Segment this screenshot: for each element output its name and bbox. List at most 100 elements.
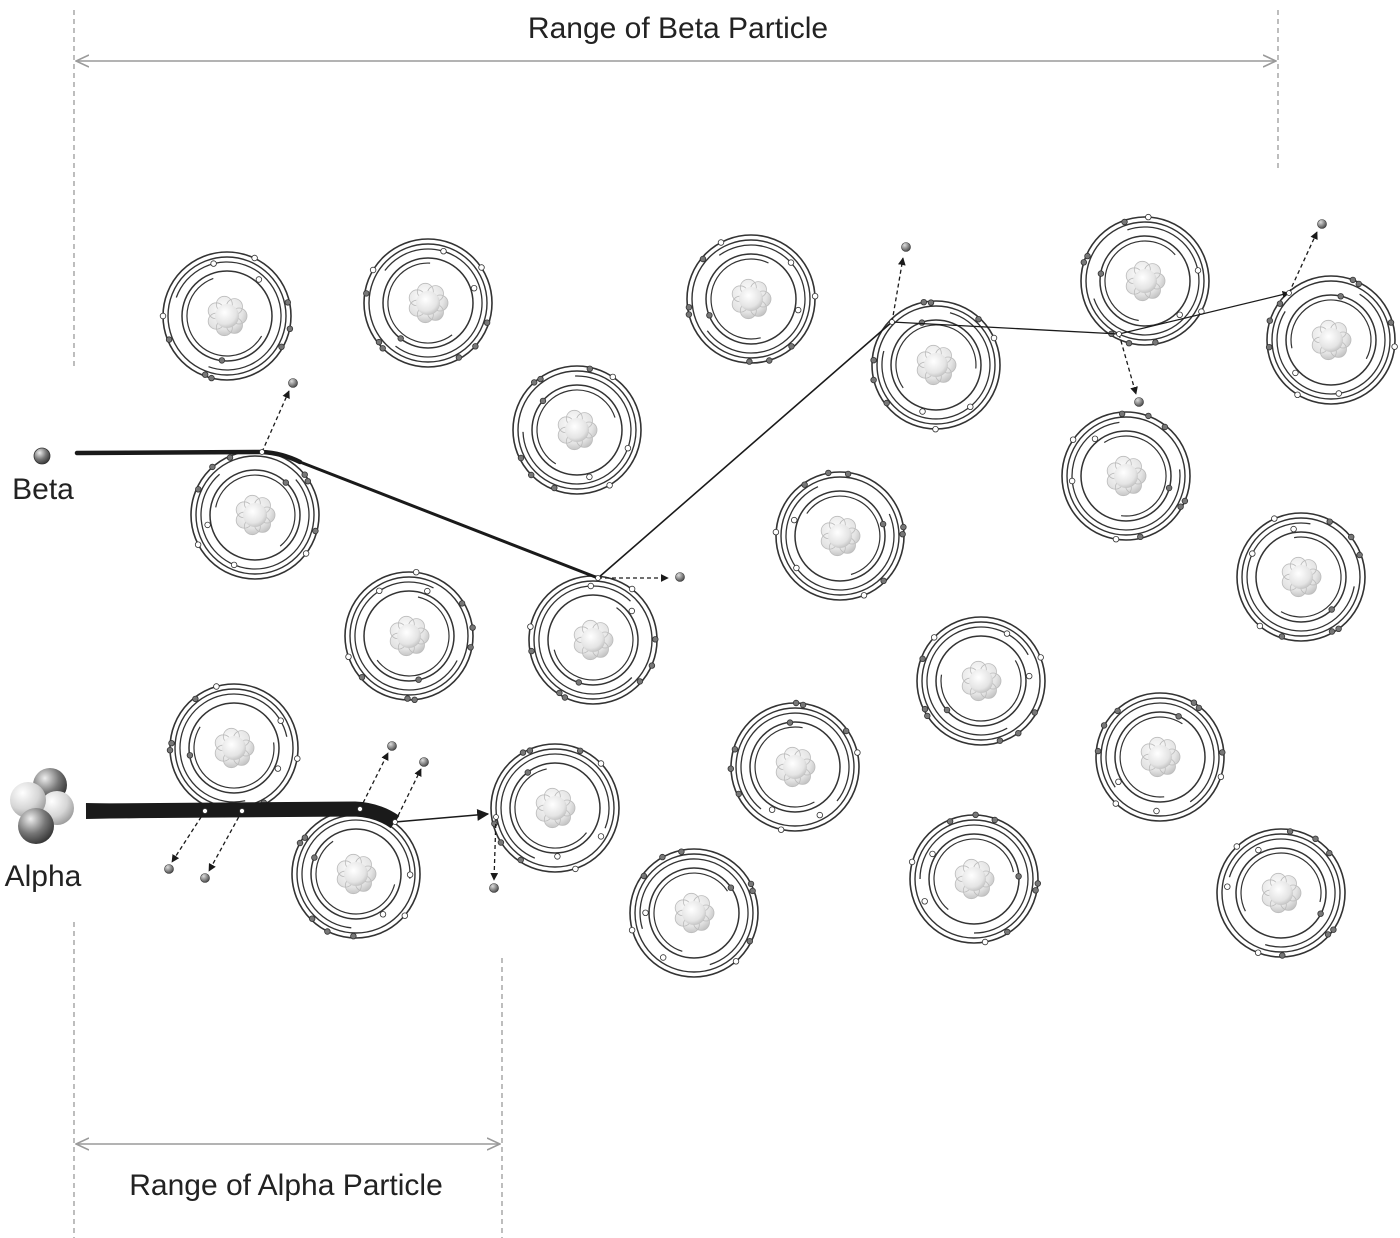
middle-shell-arc <box>740 712 850 810</box>
electron <box>204 521 211 529</box>
electron <box>772 528 780 536</box>
nucleus-core <box>1269 881 1293 905</box>
electron <box>1335 390 1342 397</box>
inner-shell-ring <box>1255 531 1347 623</box>
inner-shell-ring <box>890 319 982 411</box>
atom <box>727 699 861 833</box>
electron <box>1068 477 1076 485</box>
inner-shell-arc <box>514 768 587 849</box>
outer-shell-ring <box>1271 280 1391 400</box>
electron <box>1195 704 1203 712</box>
inner-shell-ring <box>509 762 601 854</box>
middle-shell-arc <box>301 819 411 929</box>
electron <box>1387 319 1395 326</box>
alpha-label: Alpha <box>5 860 82 893</box>
outer-shell-ring <box>1100 697 1220 817</box>
electron <box>556 689 563 697</box>
electron <box>1100 722 1108 729</box>
electron <box>731 746 739 753</box>
beta-track-segment <box>299 460 599 580</box>
ejected-electron-path <box>891 257 906 323</box>
inner-shell-arc <box>710 258 769 340</box>
electron <box>1290 525 1297 533</box>
inner-shell-arc <box>1104 240 1176 322</box>
electron <box>883 399 890 407</box>
nucleus-core <box>215 304 239 328</box>
ionization-point <box>259 449 265 455</box>
ejected-electron <box>288 378 298 388</box>
electron <box>788 343 795 350</box>
electron <box>816 811 823 819</box>
electron <box>165 336 173 343</box>
electron <box>967 403 974 410</box>
electron <box>609 373 616 381</box>
electron <box>854 749 861 756</box>
ionization-point <box>392 819 398 825</box>
ionization-point <box>595 575 601 581</box>
electron <box>1145 412 1152 420</box>
electron <box>597 833 605 840</box>
inner-shell-ring <box>547 594 639 686</box>
electron <box>577 747 584 754</box>
nucleus-core <box>1133 269 1157 293</box>
ejected-electron <box>1134 397 1144 407</box>
inner-shell-ring <box>181 270 273 362</box>
electron <box>202 371 209 378</box>
electron <box>363 290 370 297</box>
electron <box>777 826 785 833</box>
electron <box>1080 259 1087 266</box>
ejected-electron <box>1317 219 1327 229</box>
electron <box>379 345 386 352</box>
electron <box>1153 807 1160 815</box>
outer-shell-ring <box>517 370 637 490</box>
electron <box>296 839 304 847</box>
electron <box>1137 533 1144 540</box>
electron <box>1326 849 1333 857</box>
electron <box>919 408 926 415</box>
atom <box>870 299 1001 433</box>
particle-tracks <box>74 219 1327 893</box>
electron <box>606 482 613 489</box>
electron <box>527 623 534 630</box>
atom <box>190 450 320 580</box>
middle-shell-arc <box>522 375 632 485</box>
inner-shell-arc <box>315 840 396 915</box>
inner-shell-arc <box>1103 435 1167 517</box>
middle-shell-arc <box>1093 226 1200 336</box>
electron <box>660 954 667 961</box>
electron <box>1276 300 1284 307</box>
electron <box>379 911 387 918</box>
nucleus-core <box>1148 745 1172 769</box>
inner-shell-ring <box>935 635 1027 727</box>
electron <box>746 938 753 945</box>
electron <box>991 816 998 824</box>
electron <box>1121 218 1128 226</box>
inner-shell-ring <box>1114 711 1206 803</box>
electron <box>230 561 238 569</box>
electron <box>208 374 215 382</box>
electron <box>919 655 926 662</box>
atom <box>527 575 659 705</box>
electron <box>1181 497 1189 505</box>
electron <box>1335 625 1342 632</box>
electron <box>787 259 795 266</box>
outer-shell-ring <box>1085 221 1205 341</box>
electron <box>636 678 644 685</box>
electron <box>1145 213 1152 221</box>
electron <box>946 818 954 825</box>
electron <box>195 486 202 493</box>
electron <box>1317 910 1324 917</box>
electron <box>277 717 284 724</box>
ionization-point <box>1286 290 1292 296</box>
outer-shell-ring <box>368 243 488 363</box>
ejected-electron <box>675 572 685 582</box>
inner-shell-arc <box>933 838 1014 911</box>
inner-shell-arc <box>1240 852 1322 912</box>
inner-shell-ring <box>749 721 841 813</box>
electron <box>469 624 476 631</box>
atom <box>1080 213 1210 347</box>
electron <box>1330 926 1337 933</box>
nucleus-core <box>1289 565 1313 589</box>
electron <box>369 266 377 274</box>
